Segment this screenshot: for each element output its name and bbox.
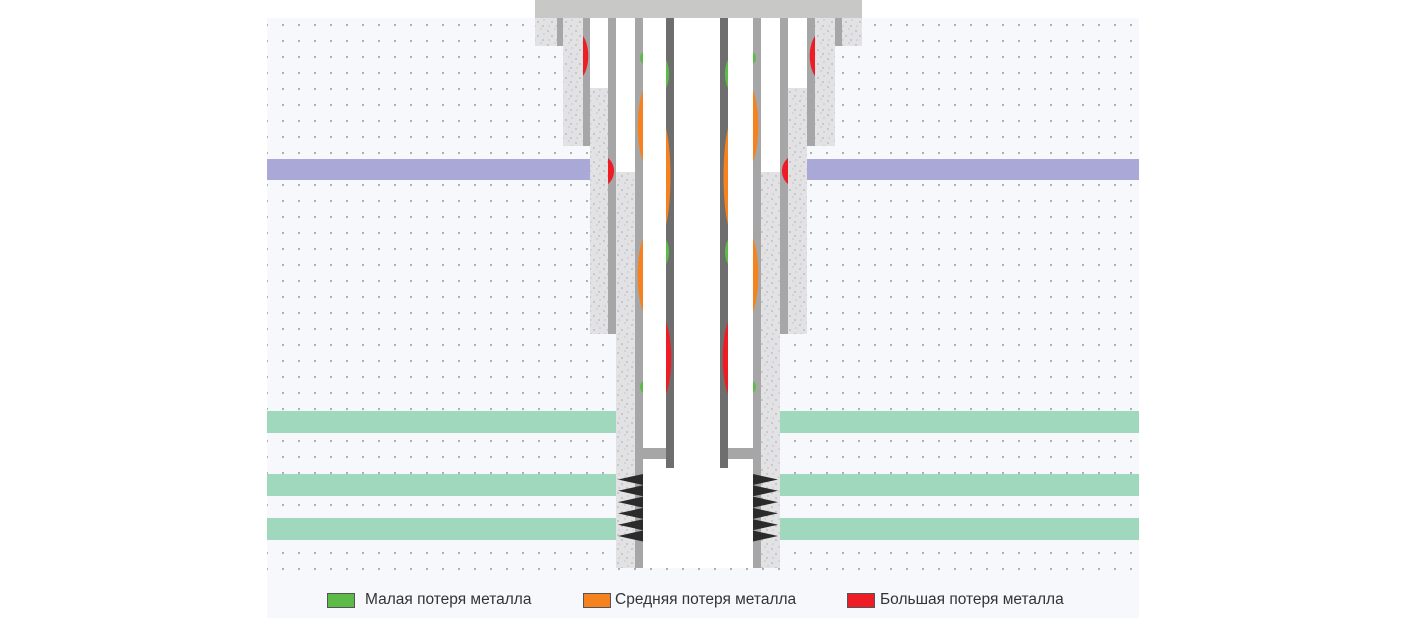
formation-layers: [267, 159, 1139, 540]
medium-loss-defect-right: [723, 128, 728, 225]
large-loss-defect-right: [722, 322, 728, 394]
conductor-cement-left: [535, 18, 557, 46]
tubing-left: [666, 18, 674, 468]
small-loss-defect-left: [640, 52, 643, 64]
productive-layer-1-left: [267, 411, 616, 433]
productive-layer-3-left: [267, 518, 616, 540]
packer-right: [728, 448, 753, 459]
perforation-left: [618, 485, 643, 497]
productive-layer-3-right: [780, 518, 1139, 540]
small-loss-defect-right: [753, 52, 756, 64]
medium-loss-defect-left: [666, 128, 671, 225]
tubing-right: [720, 18, 728, 468]
gas-layer-left: [267, 159, 590, 180]
gas-layer-right: [807, 159, 1139, 180]
conductor-cement-right: [842, 18, 862, 46]
large-loss-defect-left: [608, 158, 614, 184]
packer-left: [643, 448, 666, 459]
production-cement-left: [616, 172, 635, 568]
small-loss-defect-left: [666, 240, 669, 264]
perforations: [618, 474, 778, 542]
metal-loss-defects: [583, 36, 815, 394]
intermediate-cement-left: [590, 88, 608, 334]
medium-loss-swatch: [583, 592, 611, 608]
perforation-left: [618, 530, 643, 542]
large-loss-defect-left: [666, 322, 672, 394]
perforation-left: [618, 519, 643, 531]
surface-casing-left: [583, 18, 590, 146]
legend: Малая потеря металла Средняя потеря мета…: [0, 588, 1408, 612]
large-loss-swatch: [847, 592, 875, 608]
perforation-left: [618, 474, 643, 485]
medium-loss-defect-left: [637, 90, 643, 162]
conductor-pipe-right: [835, 18, 842, 46]
small-loss-defect-right: [753, 381, 756, 393]
perforation-right: [753, 474, 778, 485]
legend-label: Малая потеря металла: [365, 591, 532, 608]
legend-label: Большая потеря металла: [880, 591, 1064, 608]
surface-casing-right: [807, 18, 815, 146]
production-cement-right: [761, 172, 780, 568]
large-loss-defect-left: [583, 36, 589, 76]
legend-item-medium-loss: Средняя потеря металла: [583, 588, 796, 612]
small-loss-defect-left: [640, 381, 643, 393]
medium-loss-defect-left: [637, 238, 643, 312]
large-loss-defect-right: [782, 158, 788, 184]
perforation-left: [618, 507, 643, 519]
large-loss-defect-right: [809, 36, 815, 76]
intermediate-cement-right: [788, 88, 807, 334]
surface-cement-right: [815, 18, 835, 146]
small-loss-defect-right: [725, 60, 728, 88]
legend-item-large-loss: Большая потеря металла: [847, 588, 1064, 612]
productive-layer-2-right: [780, 474, 1139, 496]
small-loss-defect-right: [725, 240, 728, 264]
medium-loss-defect-right: [753, 90, 759, 162]
wellhead: [535, 0, 862, 18]
legend-item-small-loss: Малая потеря металла: [327, 588, 531, 612]
productive-layer-1-right: [780, 411, 1139, 433]
perforation-right: [753, 496, 778, 508]
small-loss-swatch: [327, 592, 355, 608]
perforation-left: [618, 496, 643, 508]
perforation-right: [753, 519, 778, 531]
perforation-right: [753, 507, 778, 519]
small-loss-defect-left: [666, 60, 669, 88]
legend-label: Средняя потеря металла: [615, 591, 797, 608]
cement-sheaths: [535, 18, 862, 568]
productive-layer-2-left: [267, 474, 616, 496]
medium-loss-defect-right: [753, 238, 759, 312]
conductor-pipe-left: [557, 18, 563, 46]
surface-cement-left: [563, 18, 583, 146]
perforation-right: [753, 485, 778, 497]
perforation-right: [753, 530, 778, 542]
